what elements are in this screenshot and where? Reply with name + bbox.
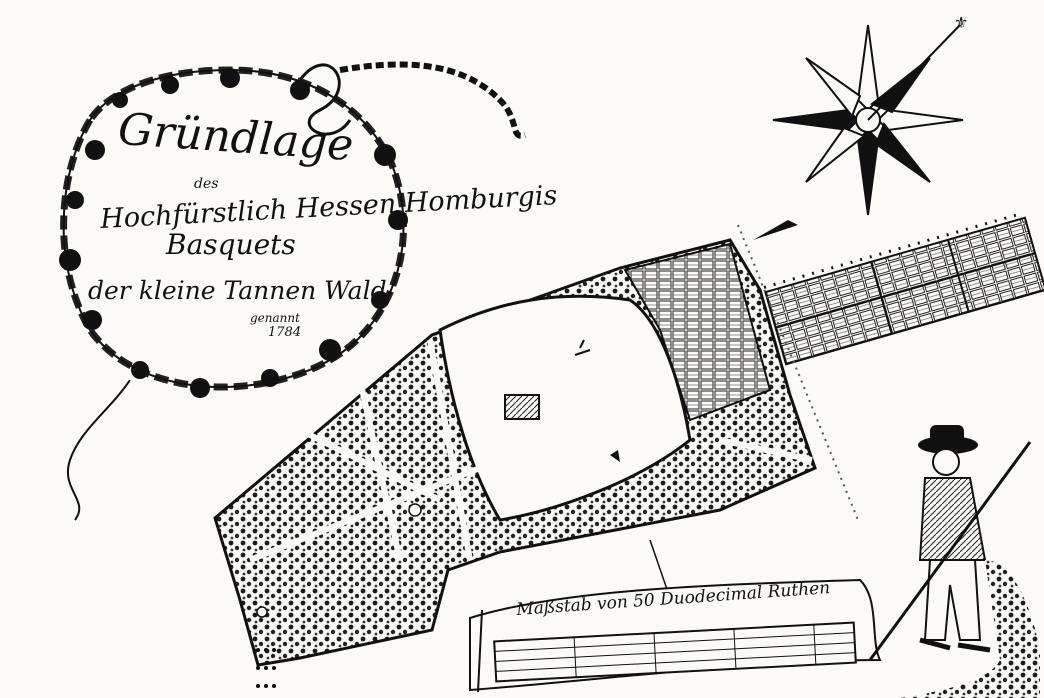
tree-markers (256, 648, 276, 688)
cartouche-line-place: der kleine Tannen Wald (88, 276, 387, 305)
cartouche-line-genannt: genannt (250, 311, 300, 325)
compass-rose-icon: ⚜ (753, 13, 968, 240)
cartouche-line-des: des (194, 176, 219, 192)
surveyor-figure-icon (868, 425, 1040, 698)
cartouche-line-basquets: Basquets (166, 228, 296, 261)
kitchen-garden-plot (763, 211, 1044, 366)
scale-bar (469, 578, 882, 693)
cartouche-year: 1784 (268, 325, 302, 340)
park-plan (213, 238, 817, 667)
wreath-flowers (59, 68, 408, 398)
svg-text:⚜: ⚜ (954, 13, 968, 32)
